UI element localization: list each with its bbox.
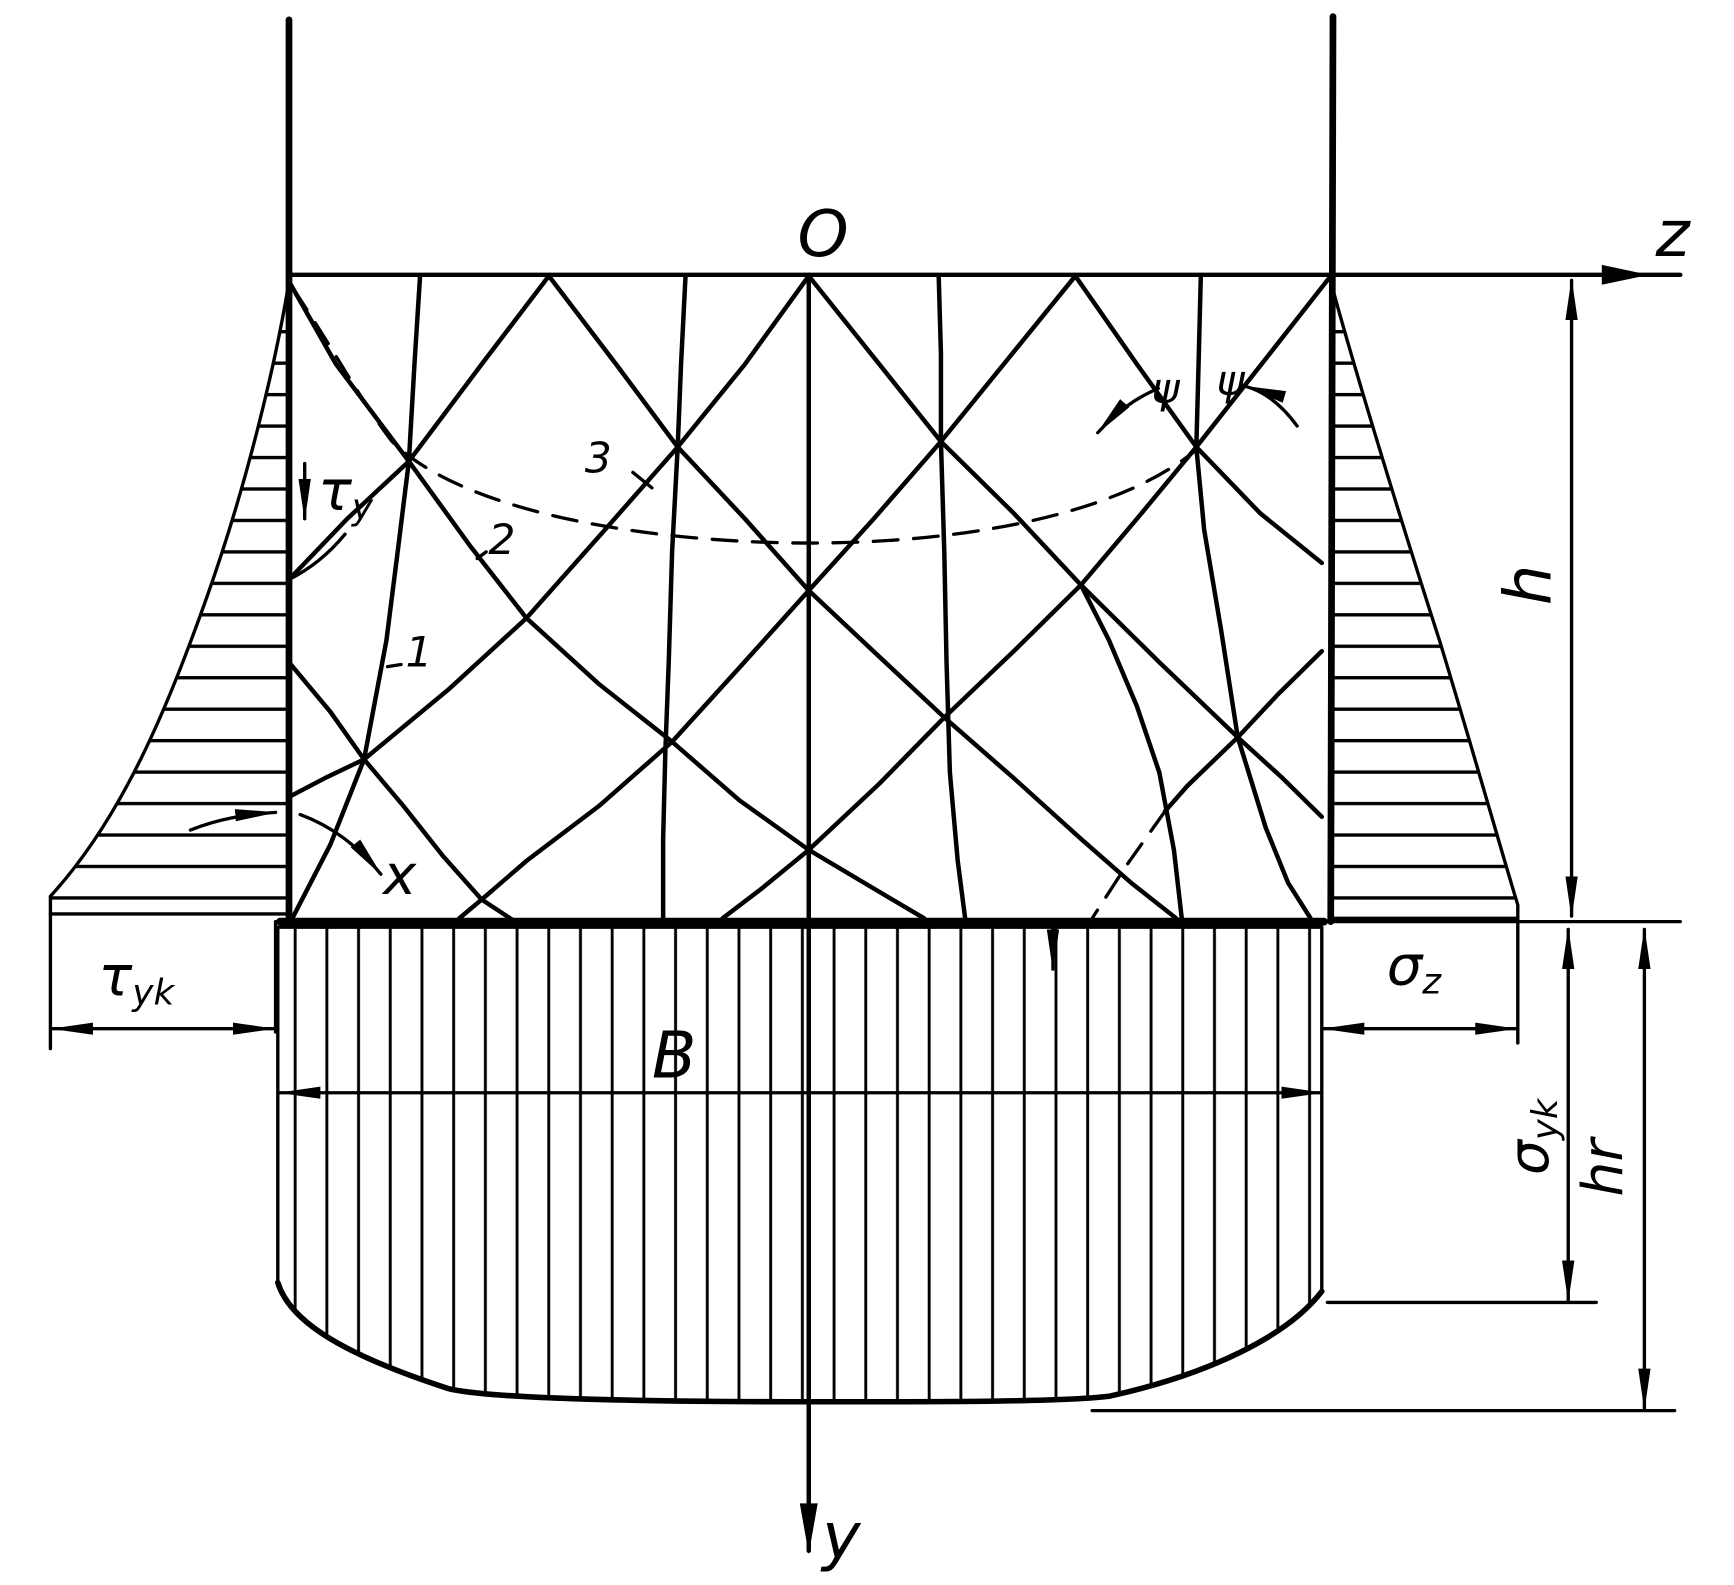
line-label-1-tick: [385, 662, 403, 669]
z-axis-arrowhead: [1601, 264, 1649, 285]
dashed-boundary-curve: [291, 287, 1195, 545]
tau-yk-symbol: τ: [99, 945, 133, 1010]
hr-label: hr: [1571, 1136, 1636, 1197]
slip-line-alpha-3: [806, 273, 1325, 819]
h-label: h: [1491, 565, 1567, 606]
line-label-3: 3: [585, 434, 612, 483]
flow-line-1: [291, 273, 423, 919]
slip-line-alpha-2: [546, 273, 1179, 921]
sigma-yk-label: σyk: [1497, 1097, 1566, 1175]
psi-left-arrow: [1096, 386, 1160, 435]
tau-y-stress-diagram: [48, 279, 291, 916]
sigma-yk-subscript: yk: [1525, 1097, 1566, 1141]
tau-y-leader: [287, 532, 347, 582]
slip-line-alpha-1: [286, 279, 927, 921]
sigma-yk-stress-diagram: [276, 925, 1324, 1404]
psi-right-label: ψ: [1216, 356, 1245, 405]
z-axis-label: z: [1655, 198, 1692, 272]
tau-y-symbol: τ: [318, 459, 352, 524]
y-axis-arrowhead: [799, 1503, 818, 1555]
tau-y-label: τy: [318, 459, 374, 527]
line-label-3-tick: [631, 470, 654, 490]
tau-yk-label: τyk: [99, 945, 176, 1013]
psi-right-arrow: [1243, 384, 1299, 428]
line-label-1: 1: [405, 628, 432, 677]
hr-subscript: r: [1571, 1136, 1636, 1162]
psi-left-label: ψ: [1152, 364, 1181, 413]
right-wall: [1327, 13, 1337, 925]
sigma-z-symbol: σ: [1387, 934, 1424, 999]
y-axis-label: y: [820, 1500, 861, 1574]
line-label-2-tick: [475, 550, 488, 561]
x-label: x: [381, 843, 417, 908]
width-label: B: [652, 1019, 697, 1093]
tau-y-subscript: y: [351, 487, 374, 528]
sigma-z-stress-diagram: [1329, 279, 1520, 920]
tau-yk-subscript: yk: [131, 973, 175, 1014]
sigma-yk-symbol: σ: [1497, 1138, 1562, 1175]
sigma-z-label: σz: [1387, 934, 1443, 1002]
flow-line-6: [1078, 582, 1185, 921]
slip-line-beta-5-dashed: [1090, 809, 1167, 920]
slip-line-beta-2: [286, 273, 811, 800]
flow-line-2: [660, 273, 688, 924]
slip-line-beta-3: [457, 273, 1078, 921]
x-direction-arrow: [298, 812, 383, 876]
origin-label: O: [798, 198, 849, 272]
hr-symbol: h: [1571, 1162, 1636, 1197]
flow-line-5: [1194, 273, 1313, 921]
slip-line-beta-4: [720, 273, 1333, 921]
x-left-arrow: [188, 809, 278, 832]
slip-line-beta-5: [1162, 649, 1325, 814]
line-label-2: 2: [488, 515, 515, 564]
flow-line-4: [936, 273, 968, 924]
sigma-z-subscript: z: [1421, 962, 1442, 1003]
